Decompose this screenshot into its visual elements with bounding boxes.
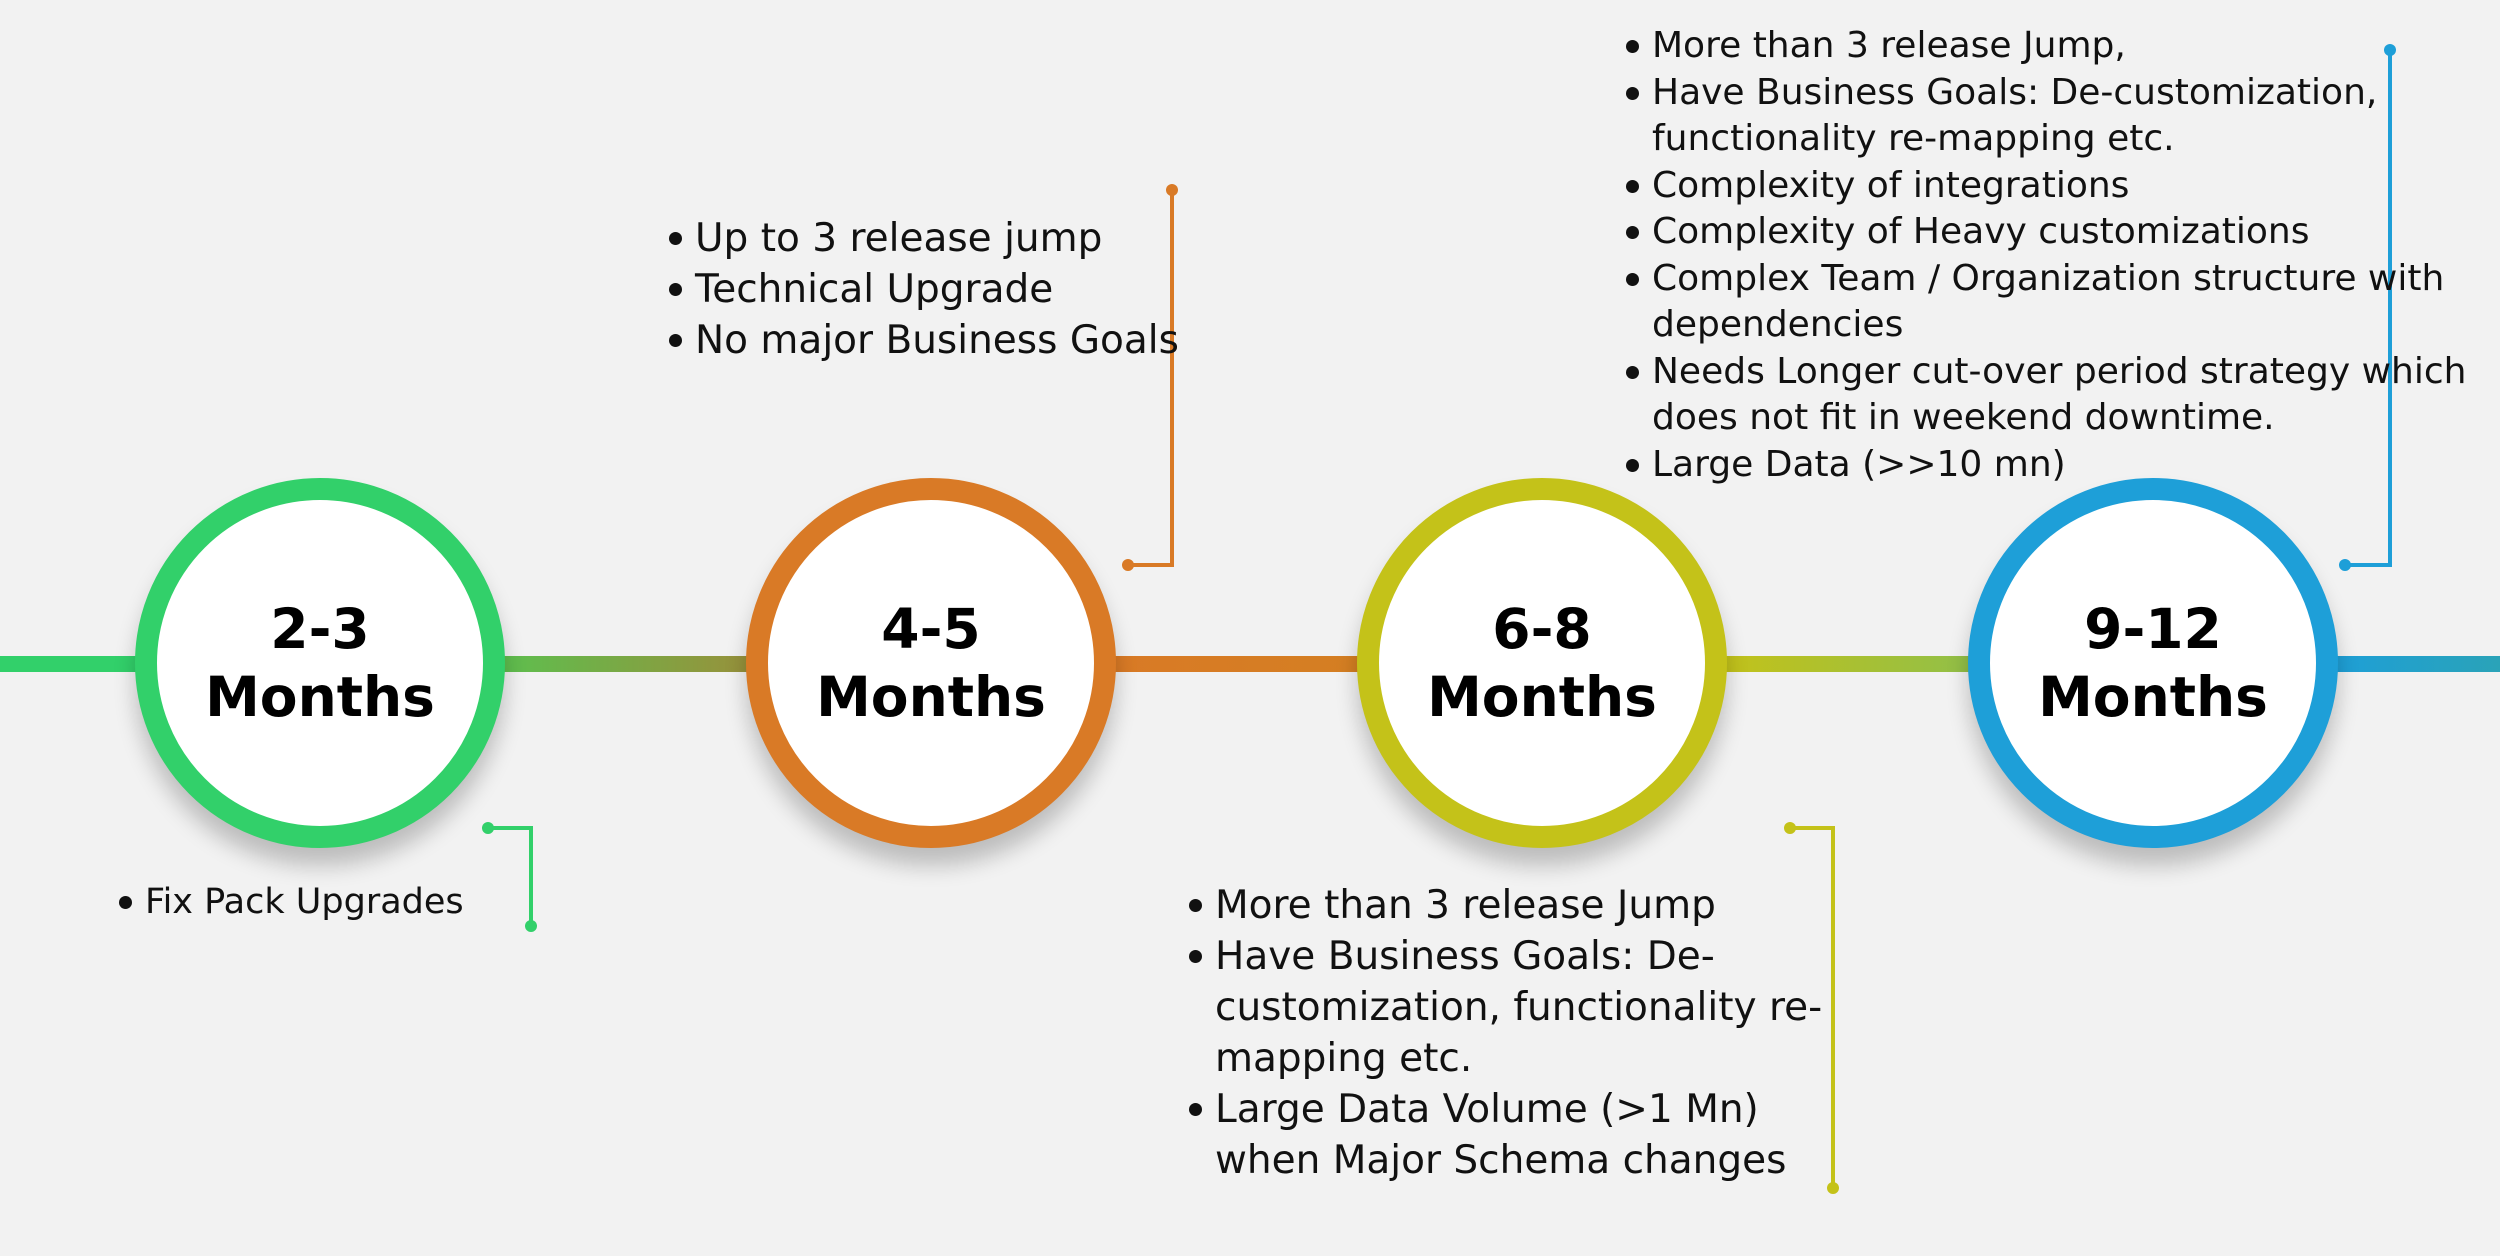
callout-dot-1b (525, 920, 537, 932)
callout-dot-3b (1827, 1182, 1839, 1194)
timeline-segment-2-3 (1106, 656, 1371, 672)
bullet-item: Technical Upgrade (665, 264, 1185, 315)
stage-1-bullet-list: Fix Pack Upgrades (115, 876, 464, 928)
stage-unit: Months (1427, 665, 1657, 729)
timeline-segment-3-4 (1717, 656, 1982, 672)
callout-dot-2a (1166, 184, 1178, 196)
stage-label-2: 4-5 Months (816, 595, 1046, 731)
callout-dot-4a (2384, 44, 2396, 56)
bullet-item: More than 3 release Jump (1185, 880, 1835, 931)
bullet-item: Complexity of integrations (1622, 163, 2500, 210)
stage-unit: Months (205, 665, 435, 729)
stage-duration: 9-12 (2084, 597, 2222, 661)
callout-dot-3a (1784, 822, 1796, 834)
stage-label-4: 9-12 Months (2038, 595, 2268, 731)
bullet-item: Large Data (>>10 mn) (1622, 442, 2500, 489)
stage-2-bullet-list: Up to 3 release jump Technical Upgrade N… (665, 213, 1185, 366)
callout-line-2 (1128, 190, 1174, 567)
callout-dot-2b (1122, 559, 1134, 571)
callout-line-1 (488, 826, 533, 926)
bullet-item: Up to 3 release jump (665, 213, 1185, 264)
bullet-item: Complex Team / Organization structure wi… (1622, 256, 2500, 349)
stage-label-3: 6-8 Months (1427, 595, 1657, 731)
stage-duration: 2-3 (270, 597, 370, 661)
stage-unit: Months (2038, 665, 2268, 729)
bullet-item: Fix Pack Upgrades (115, 876, 464, 928)
stage-circle-2: 4-5 Months (746, 478, 1116, 848)
callout-line-3 (1790, 826, 1835, 1188)
bullet-item: Have Business Goals: De-customization, f… (1622, 70, 2500, 163)
timeline-segment-right (2328, 656, 2500, 672)
bullet-item: Large Data Volume (>1 Mn) when Major Sch… (1185, 1084, 1835, 1186)
stage-duration: 6-8 (1492, 597, 1592, 661)
callout-dot-4b (2339, 559, 2351, 571)
stage-4-bullet-list: More than 3 release Jump, Have Business … (1622, 23, 2500, 488)
bullet-item: No major Business Goals (665, 315, 1185, 366)
stage-label-1: 2-3 Months (205, 595, 435, 731)
callout-dot-1a (482, 822, 494, 834)
stage-3-bullet-list: More than 3 release Jump Have Business G… (1185, 880, 1835, 1186)
bullet-item: Complexity of Heavy customizations (1622, 209, 2500, 256)
bullet-item: Needs Longer cut-over period strategy wh… (1622, 349, 2500, 442)
stage-unit: Months (816, 665, 1046, 729)
bullet-item: More than 3 release Jump, (1622, 23, 2500, 70)
stage-duration: 4-5 (881, 597, 981, 661)
stage-circle-4: 9-12 Months (1968, 478, 2338, 848)
timeline-segment-left (0, 656, 150, 672)
stage-circle-3: 6-8 Months (1357, 478, 1727, 848)
timeline-segment-1-2 (495, 656, 760, 672)
callout-line-4 (2345, 50, 2392, 567)
stage-circle-1: 2-3 Months (135, 478, 505, 848)
bullet-item: Have Business Goals: De-customization, f… (1185, 931, 1835, 1084)
